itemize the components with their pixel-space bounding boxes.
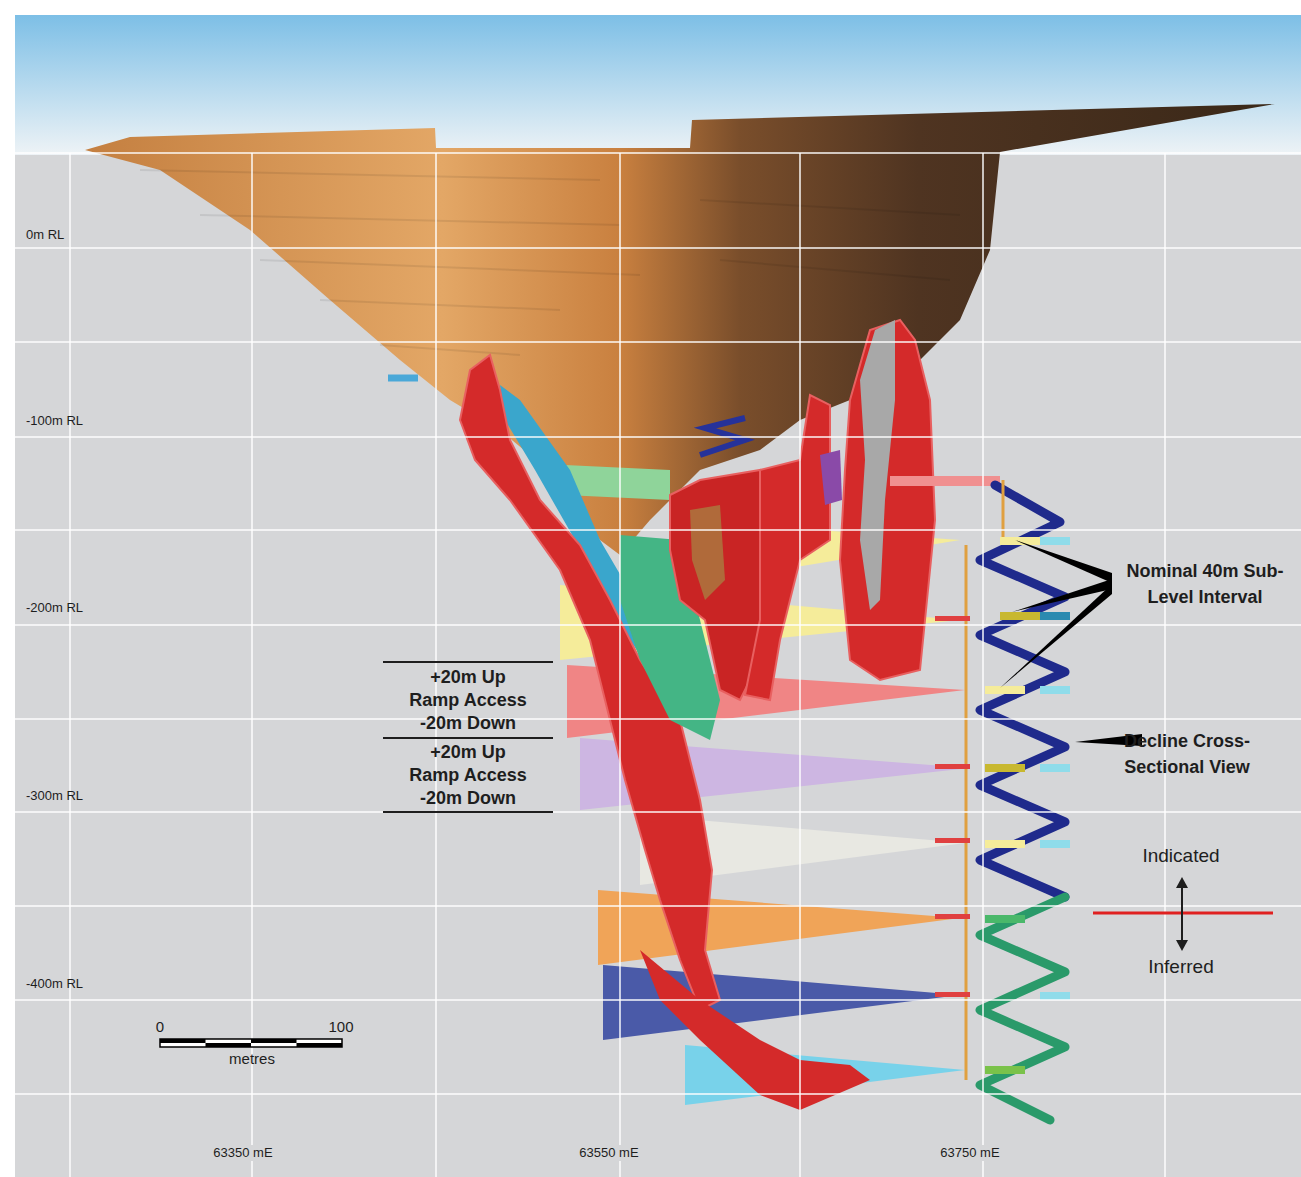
ore-bodies: [460, 320, 935, 1110]
background: [15, 15, 1301, 1177]
ramp-bracket-lines: [383, 662, 553, 812]
level-label: -300m RL: [26, 788, 83, 804]
scale-label: 100: [316, 1018, 366, 1036]
callout-pointers: [1000, 540, 1142, 746]
ramp-access: [388, 378, 1070, 1120]
easting-label: 63350 mE: [210, 1145, 275, 1161]
callout-text: Nominal 40m Sub-Level Interval: [1119, 558, 1291, 610]
grid-lines: [15, 153, 1301, 1177]
scale-label: 0: [140, 1018, 180, 1036]
level-label: -200m RL: [26, 600, 83, 616]
resource-class: Inferred: [1121, 956, 1241, 978]
level-label: -400m RL: [26, 976, 83, 992]
ramp-note: +20m Up Ramp Access -20m Down: [405, 741, 531, 810]
easting-label: 63750 mE: [937, 1145, 1002, 1161]
callout-text: Decline Cross-Sectional View: [1085, 728, 1289, 780]
level-label: -100m RL: [26, 413, 83, 429]
scale-unit: metres: [212, 1050, 292, 1068]
level-label: 0m RL: [26, 227, 64, 243]
easting-label: 63550 mE: [576, 1145, 641, 1161]
resource-class: Indicated: [1121, 845, 1241, 867]
open-pit: [85, 104, 1275, 555]
ramp-note: +20m Up Ramp Access -20m Down: [405, 666, 531, 735]
resource-boundary: [1093, 877, 1273, 951]
scale-bar: [160, 1039, 342, 1047]
